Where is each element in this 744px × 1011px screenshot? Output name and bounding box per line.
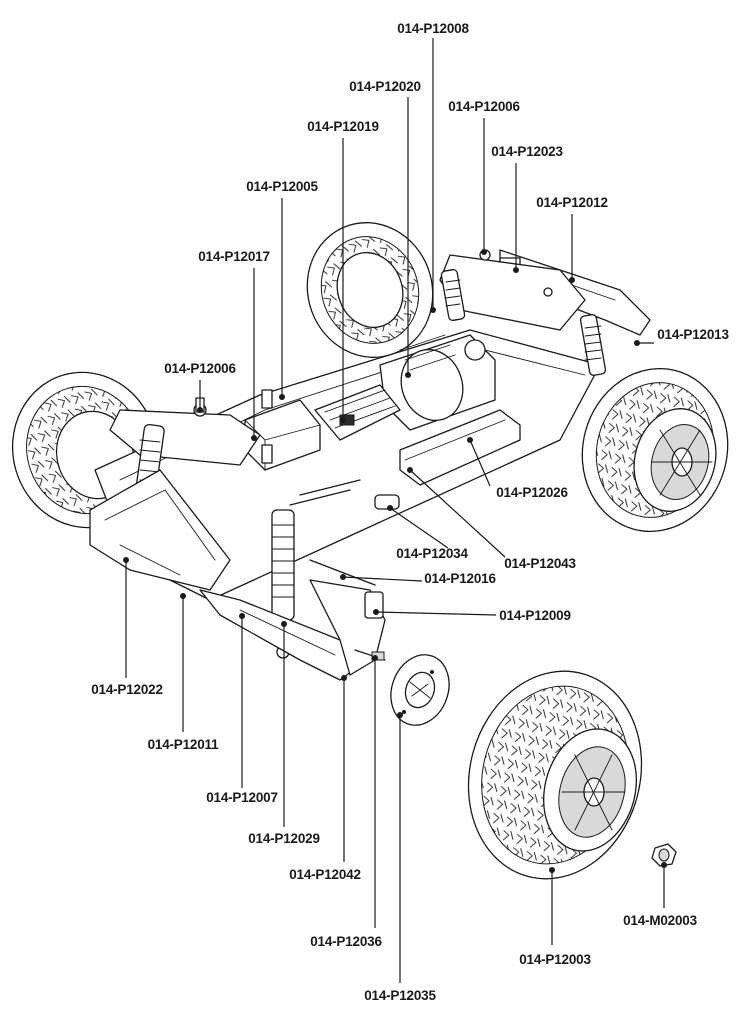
label-014-P12035: 014-P12035: [364, 988, 436, 1003]
leader-lines: [123, 38, 667, 983]
rear-left-tire: [306, 222, 434, 358]
label-014-P12029: 014-P12029: [248, 831, 320, 846]
label-014-P12009: 014-P12009: [499, 608, 571, 623]
label-014-P12026: 014-P12026: [496, 485, 568, 500]
esc: [314, 384, 401, 441]
label-014-P12012: 014-P12012: [536, 195, 608, 210]
label-014-P12020: 014-P12020: [349, 79, 421, 94]
label-014-M02003: 014-M02003: [623, 913, 697, 928]
label-014-P12016: 014-P12016: [424, 571, 496, 586]
rear-right-tire: [581, 367, 729, 533]
wheel-nut: [651, 843, 677, 867]
receiver-box: [244, 389, 321, 471]
label-014-P12011: 014-P12011: [148, 737, 220, 752]
label-014-P12036: 014-P12036: [310, 934, 382, 949]
label-014-P12007: 014-P12007: [206, 790, 278, 805]
truck-illustration: [11, 222, 729, 681]
label-014-P12042: 014-P12042: [289, 867, 361, 882]
label-014-P12006-front: 014-P12006: [164, 361, 236, 376]
label-014-P12034: 014-P12034: [396, 546, 468, 561]
label-014-P12019: 014-P12019: [307, 119, 379, 134]
label-014-P12023: 014-P12023: [491, 144, 563, 159]
label-014-P12008: 014-P12008: [397, 21, 469, 36]
label-014-P12005: 014-P12005: [246, 179, 318, 194]
battery-tray: [374, 409, 521, 510]
label-014-P12006-rear: 014-P12006: [448, 99, 520, 114]
wheel-assembly: [467, 670, 643, 880]
label-014-P12017: 014-P12017: [198, 249, 270, 264]
brake-disc: [390, 654, 450, 726]
label-014-P12003: 014-P12003: [519, 952, 591, 967]
label-014-P12043: 014-P12043: [504, 556, 576, 571]
label-014-P12013: 014-P12013: [657, 327, 729, 342]
rear-shocks: [440, 268, 607, 376]
part-labels: 014-P12008 014-P12020 014-P12006 014-P12…: [91, 21, 729, 1003]
motor: [379, 334, 496, 431]
label-014-P12022: 014-P12022: [91, 682, 163, 697]
